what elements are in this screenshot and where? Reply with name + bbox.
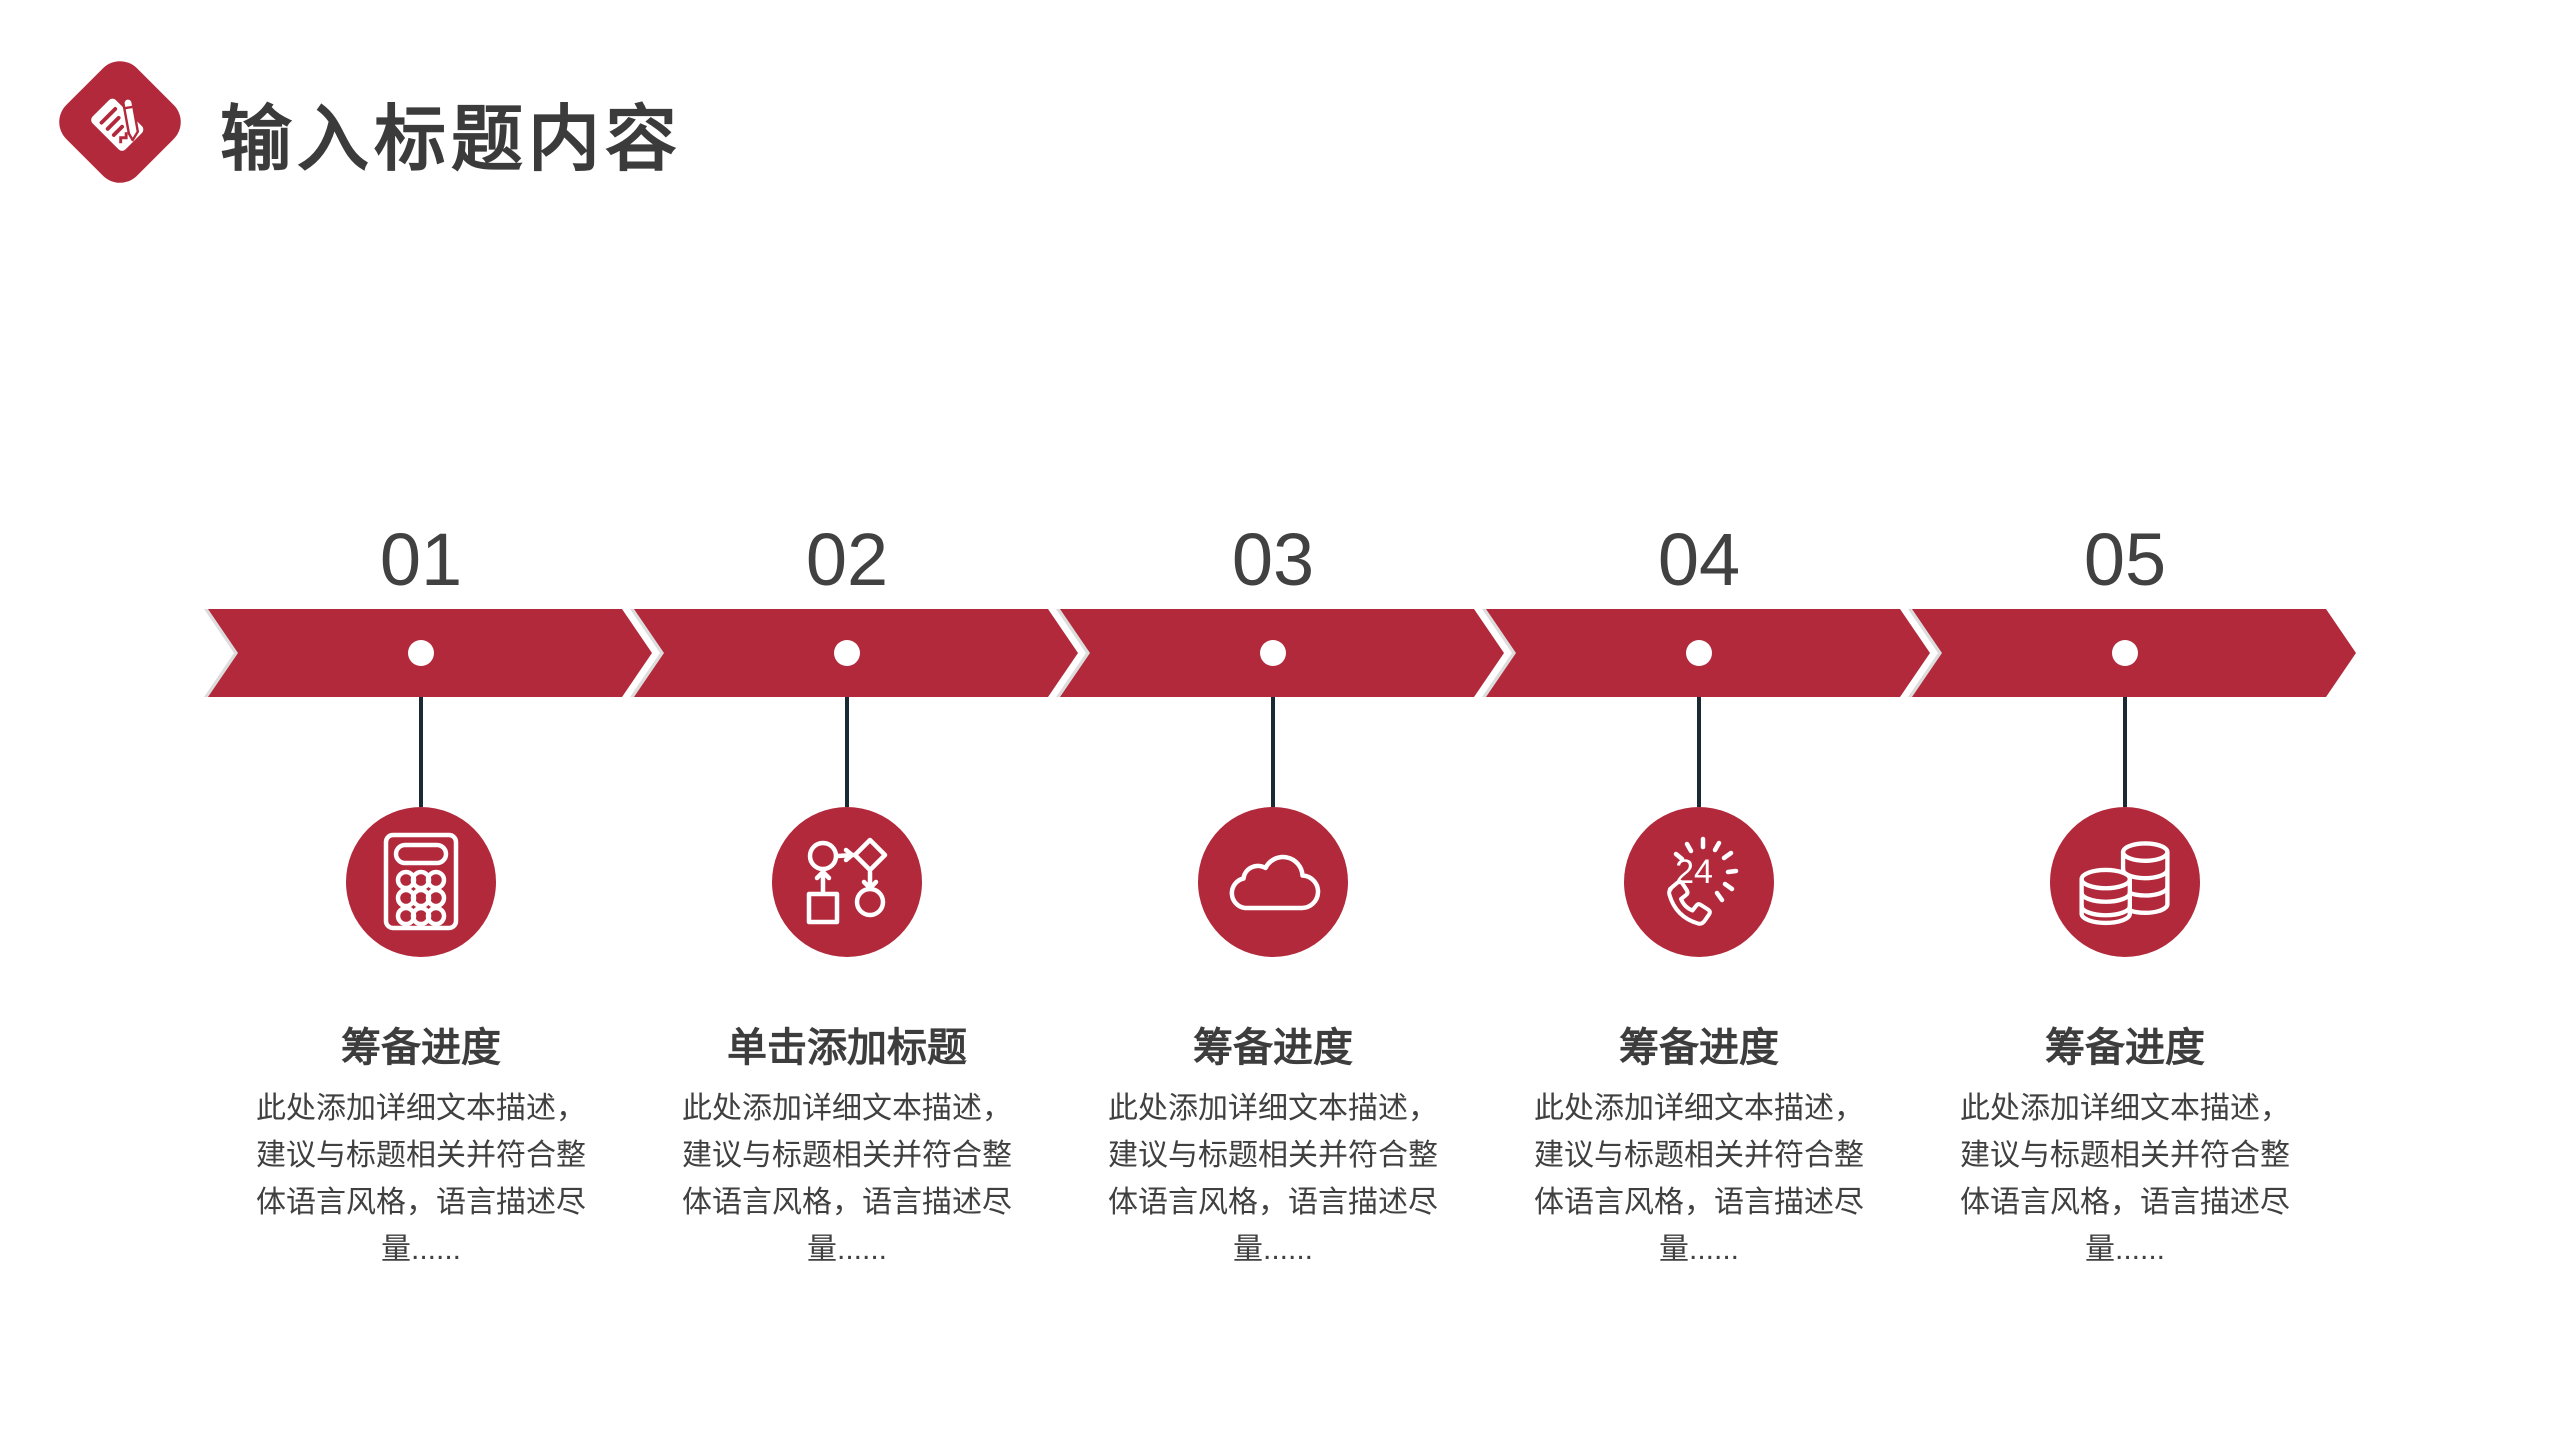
step-numbers-row: 01 02 03 04 05 xyxy=(208,515,2356,605)
item-title: 筹备进度 xyxy=(1619,1026,1779,1070)
step-number-5: 05 xyxy=(2083,518,2167,601)
item-description: 此处添加详细文本描述， 建议与标题相关并符合整 体语言风格，语言描述尽 量...… xyxy=(682,1085,1012,1273)
desc-line: 体语言风格，语言描述尽 xyxy=(1960,1186,2290,1219)
document-edit-icon xyxy=(49,51,190,192)
item-description: 此处添加详细文本描述， 建议与标题相关并符合整 体语言风格，语言描述尽 量...… xyxy=(1108,1085,1438,1273)
item-description: 此处添加详细文本描述， 建议与标题相关并符合整 体语言风格，语言描述尽 量...… xyxy=(1960,1085,2290,1273)
desc-line: 建议与标题相关并符合整 xyxy=(1108,1139,1438,1172)
calculator-icon xyxy=(346,807,496,957)
timeline-item-2: 单击添加标题 此处添加详细文本描述， 建议与标题相关并符合整 体语言风格，语言描… xyxy=(634,697,1060,1273)
connector-line xyxy=(1271,697,1275,807)
item-description: 此处添加详细文本描述， 建议与标题相关并符合整 体语言风格，语言描述尽 量...… xyxy=(1534,1085,1864,1273)
desc-line: 此处添加详细文本描述， xyxy=(1960,1092,2290,1125)
timeline-arrow-band xyxy=(208,609,2356,697)
item-title: 单击添加标题 xyxy=(727,1026,967,1070)
arrow-segment-3 xyxy=(1060,609,1504,697)
phone-24-hours-icon: 24 xyxy=(1624,807,1774,957)
desc-line: 建议与标题相关并符合整 xyxy=(682,1139,1012,1172)
coins-icon xyxy=(2050,807,2200,957)
desc-line: 此处添加详细文本描述， xyxy=(682,1092,1012,1125)
item-description: 此处添加详细文本描述， 建议与标题相关并符合整 体语言风格，语言描述尽 量...… xyxy=(256,1085,586,1273)
arrow-segment-1 xyxy=(208,609,652,697)
timeline-dot xyxy=(834,640,860,666)
timeline: 01 02 03 04 05 xyxy=(208,515,2356,1273)
desc-line: 量...... xyxy=(806,1233,887,1266)
connector-line xyxy=(419,697,423,807)
arrow-segment-4 xyxy=(1486,609,1930,697)
timeline-item-4: 24 筹备进度 此处添加详细文本描述， 建议与标题相关并符合整 xyxy=(1486,697,1912,1273)
flowchart-icon xyxy=(772,807,922,957)
desc-line: 建议与标题相关并符合整 xyxy=(1960,1139,2290,1172)
desc-line: 量...... xyxy=(380,1233,461,1266)
timeline-item-3: 筹备进度 此处添加详细文本描述， 建议与标题相关并符合整 体语言风格，语言描述尽… xyxy=(1060,697,1486,1273)
connector-line xyxy=(1697,697,1701,807)
desc-line: 体语言风格，语言描述尽 xyxy=(1108,1186,1438,1219)
desc-line: 此处添加详细文本描述， xyxy=(1108,1092,1438,1125)
connector-line xyxy=(845,697,849,807)
arrow-segment-5 xyxy=(1912,609,2356,697)
step-number-4: 04 xyxy=(1657,518,1741,601)
desc-line: 体语言风格，语言描述尽 xyxy=(1534,1186,1864,1219)
item-title: 筹备进度 xyxy=(2045,1026,2205,1070)
item-title: 筹备进度 xyxy=(341,1026,501,1070)
desc-line: 体语言风格，语言描述尽 xyxy=(682,1186,1012,1219)
desc-line: 体语言风格，语言描述尽 xyxy=(256,1186,586,1219)
desc-line: 建议与标题相关并符合整 xyxy=(256,1139,586,1172)
timeline-items: 筹备进度 此处添加详细文本描述， 建议与标题相关并符合整 体语言风格，语言描述尽… xyxy=(208,697,2356,1273)
timeline-dot xyxy=(1260,640,1286,666)
timeline-item-1: 筹备进度 此处添加详细文本描述， 建议与标题相关并符合整 体语言风格，语言描述尽… xyxy=(208,697,634,1273)
page-title: 输入标题内容 xyxy=(220,100,683,180)
cloud-icon xyxy=(1198,807,1348,957)
desc-line: 量...... xyxy=(2084,1233,2165,1266)
connector-line xyxy=(2123,697,2127,807)
desc-line: 建议与标题相关并符合整 xyxy=(1534,1139,1864,1172)
desc-line: 量...... xyxy=(1232,1233,1313,1266)
timeline-item-5: 筹备进度 此处添加详细文本描述， 建议与标题相关并符合整 体语言风格，语言描述尽… xyxy=(1912,697,2338,1273)
desc-line: 量...... xyxy=(1658,1233,1739,1266)
arrow-segment-2 xyxy=(634,609,1078,697)
timeline-dot xyxy=(1686,640,1712,666)
timeline-dot xyxy=(408,640,434,666)
step-number-3: 03 xyxy=(1231,518,1315,601)
timeline-dot xyxy=(2112,640,2138,666)
item-title: 筹备进度 xyxy=(1193,1026,1353,1070)
step-number-1: 01 xyxy=(379,518,463,601)
desc-line: 此处添加详细文本描述， xyxy=(1534,1092,1864,1125)
step-number-2: 02 xyxy=(805,518,889,601)
desc-line: 此处添加详细文本描述， xyxy=(256,1092,586,1125)
